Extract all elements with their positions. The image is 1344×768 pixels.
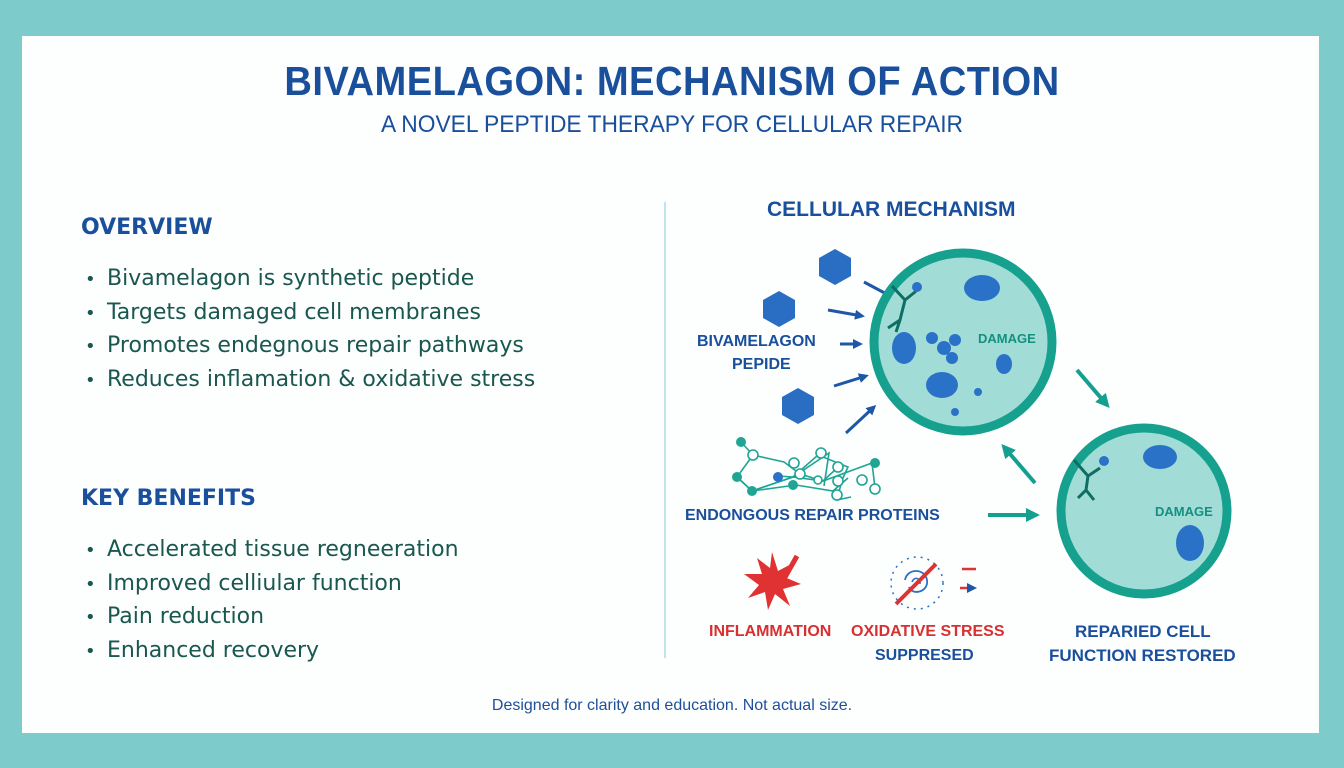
inflammation-burst-icon <box>744 552 801 610</box>
damaged-cell-icon <box>869 248 1057 436</box>
proteins-label: ENDONGOUS REPAIR PROTEINS <box>685 507 940 524</box>
bullet-icon: • <box>85 607 96 628</box>
bullet-icon: • <box>85 540 96 561</box>
repaired-label-line2: FUNCTION RESTORED <box>1049 646 1236 665</box>
oxidative-label-line1: OXIDATIVE STRESS <box>851 623 1005 640</box>
damaged-cell-label: DAMAGE <box>978 331 1036 346</box>
list-item: •Bivamelagon is synthetic peptide <box>85 262 535 296</box>
page-title: BIVAMELAGON: MECHANISM OF ACTION <box>284 58 1060 104</box>
bullet-icon: • <box>85 573 96 595</box>
list-item: •Improved celliular function <box>85 567 459 601</box>
oxidative-stress-crossed-icon <box>890 556 977 610</box>
repaired-label-line1: REPARIED CELL <box>1075 622 1211 641</box>
repaired-cell-icon <box>1056 423 1232 599</box>
footer-note: Designed for clarity and education. Not … <box>491 697 853 714</box>
bullet-icon: • <box>85 336 96 357</box>
overview-list: •Bivamelagon is synthetic peptide •Targe… <box>85 262 535 396</box>
benefits-heading: KEY BENEFITS <box>81 486 256 511</box>
bullet-icon: • <box>85 369 96 391</box>
content-panel <box>22 36 1319 733</box>
list-item: •Promotes endegnous repair pathways <box>85 329 535 363</box>
inflammation-label: INFLAMMATION <box>709 623 832 640</box>
bullet-icon: • <box>85 269 96 290</box>
column-divider <box>664 202 666 658</box>
overview-heading: OVERVIEW <box>81 215 213 240</box>
diagram-heading: CELLULAR MECHANISM <box>767 198 1016 221</box>
page-subtitle: A NOVEL PEPTIDE THERAPY FOR CELLULAR REP… <box>380 111 963 138</box>
peptide-label-line1: BIVAMELAGON <box>697 333 816 350</box>
list-item: •Enhanced recovery <box>85 634 459 668</box>
arrow-icon <box>988 368 1110 522</box>
bullet-icon: • <box>85 640 96 662</box>
list-item: •Targets damaged cell membranes <box>85 296 535 330</box>
bullet-icon: • <box>85 302 96 324</box>
list-item: •Accelerated tissue regneeration <box>85 533 459 567</box>
benefits-list: •Accelerated tissue regneeration •Improv… <box>85 533 459 667</box>
peptide-hexagon-icon <box>763 249 851 424</box>
list-item: •Reduces inflamation & oxidative stress <box>85 363 535 397</box>
peptide-label-line2: PEPIDE <box>732 356 791 373</box>
protein-network-icon <box>732 437 881 502</box>
list-item: •Pain reduction <box>85 600 459 634</box>
oxidative-label-line2: SUPPRESED <box>875 647 974 664</box>
repaired-cell-label: DAMAGE <box>1155 504 1213 519</box>
